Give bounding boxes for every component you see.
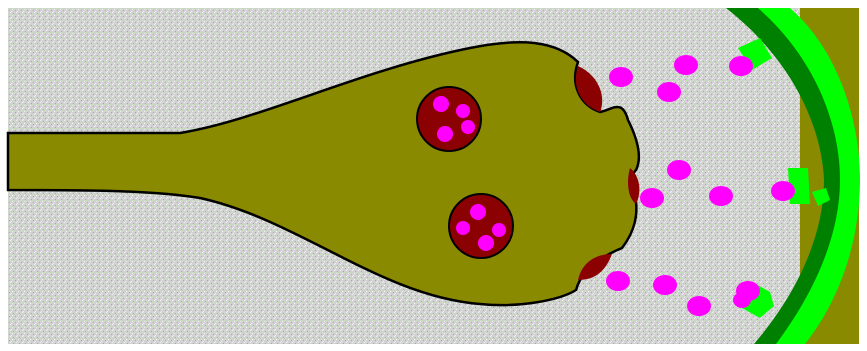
neurotransmitter-molecule (657, 82, 681, 102)
synaptic-vesicle (417, 87, 481, 151)
neurotransmitter-molecule (729, 56, 753, 76)
neurotransmitter-molecule (606, 271, 630, 291)
neurotransmitter-molecule (667, 160, 691, 180)
synaptic-vesicle (449, 194, 513, 258)
neurotransmitter-molecule (687, 296, 711, 316)
neurotransmitter-molecule (674, 55, 698, 75)
neurotransmitter-molecule (640, 188, 664, 208)
neurotransmitter-molecule (653, 275, 677, 295)
neurotransmitter-molecule (733, 292, 751, 308)
neurotransmitter-molecule (609, 67, 633, 87)
neurotransmitter-molecule (709, 186, 733, 206)
neurotransmitter-molecule (771, 181, 795, 201)
